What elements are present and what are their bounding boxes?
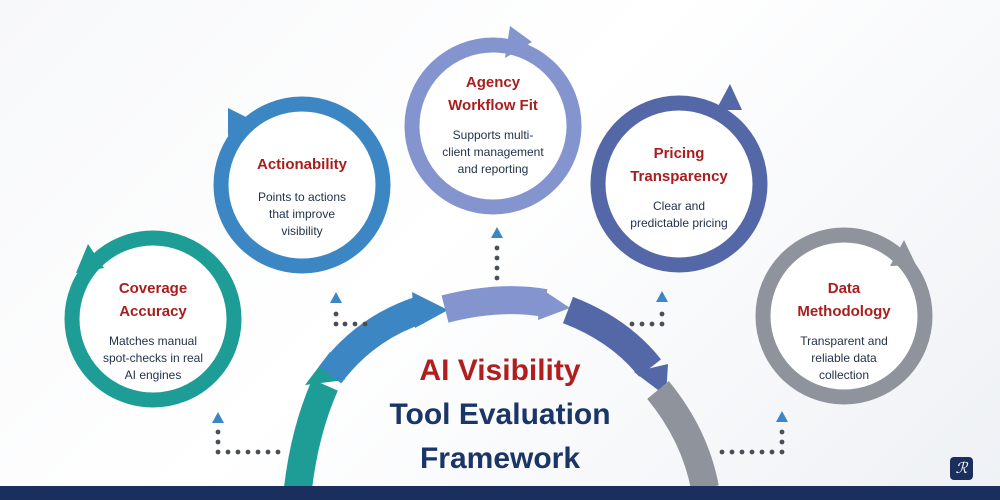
criterion-pricing-transparency: Pricing Transparency Clear and predictab… xyxy=(609,142,749,232)
center-arc-segment-indigo xyxy=(562,296,661,377)
criterion-description: Transparent and reliable data collection xyxy=(774,333,914,384)
criterion-description-line: Transparent and xyxy=(800,334,888,348)
criterion-description: Matches manual spot-checks in real AI en… xyxy=(85,333,221,384)
center-arc-arrowhead-lavender xyxy=(538,288,570,320)
criterion-description: Points to actions that improve visibilit… xyxy=(232,189,372,240)
criterion-description-line: reliable data xyxy=(811,351,877,365)
cycle-arrow-icon xyxy=(64,230,242,408)
center-arc-segment-lavender xyxy=(441,286,548,323)
criterion-description-line: Supports multi- xyxy=(452,128,534,142)
criterion-title-line: Methodology xyxy=(797,303,891,320)
criterion-title-line: Accuracy xyxy=(119,303,187,320)
cycle-arrow-icon xyxy=(590,84,768,273)
criterion-title-line: Actionability xyxy=(256,156,347,173)
cycle-arrow-icon xyxy=(213,96,391,274)
criterion-data-methodology: Data Methodology Transparent and reliabl… xyxy=(774,277,914,384)
criterion-title: Pricing Transparency xyxy=(609,142,749,188)
criterion-title: Agency Workflow Fit xyxy=(423,71,563,117)
criterion-description-line: Points to actions xyxy=(257,190,347,204)
criterion-description-line: client management xyxy=(442,145,544,159)
center-title-line-2: Tool Evaluation xyxy=(389,398,611,431)
criterion-description-line: collection xyxy=(818,368,870,382)
dotted-connector-icon xyxy=(494,245,500,281)
up-triangle-icon xyxy=(656,291,668,302)
dotted-connector-icon xyxy=(719,429,785,455)
up-triangle-icon xyxy=(776,411,788,422)
logo-icon: ℛ xyxy=(950,457,973,480)
dotted-connector-icon xyxy=(333,311,368,327)
up-triangle-icon xyxy=(330,292,342,303)
criterion-description-line: predictable pricing xyxy=(630,216,728,230)
criterion-title-line: Workflow Fit xyxy=(448,97,538,114)
criterion-description-line: Clear and xyxy=(652,199,706,213)
criterion-description: Clear and predictable pricing xyxy=(609,198,749,232)
footer-bar xyxy=(0,486,1000,500)
criterion-description-line: and reporting xyxy=(457,162,529,176)
center-title-line-1: AI Visibility xyxy=(419,354,581,387)
criterion-description-line: Matches manual xyxy=(108,334,198,348)
criterion-title-line: Pricing xyxy=(653,145,705,162)
criterion-description-line: spot-checks in real xyxy=(102,351,204,365)
criterion-title-line: Transparency xyxy=(630,168,728,185)
cycle-arrow-icon xyxy=(404,26,582,215)
criterion-actionability: Actionability Points to actions that imp… xyxy=(232,153,372,240)
center-title-line-3: Framework xyxy=(419,442,581,475)
center-arc-segment-gray xyxy=(647,381,719,491)
criterion-title: Actionability xyxy=(232,153,372,176)
center-arc-arrowhead-blue xyxy=(412,292,448,328)
up-triangle-icon xyxy=(491,227,503,238)
criterion-agency-workflow-fit: Agency Workflow Fit Supports multi- clie… xyxy=(423,71,563,178)
dotted-connector-icon xyxy=(215,429,281,455)
criterion-title-line: Agency xyxy=(465,74,521,91)
criterion-coverage-accuracy: Coverage Accuracy Matches manual spot-ch… xyxy=(85,277,221,384)
criterion-description: Supports multi- client management and re… xyxy=(423,127,563,178)
criterion-title: Coverage Accuracy xyxy=(85,277,221,323)
up-triangle-icon xyxy=(212,412,224,423)
criterion-title: Data Methodology xyxy=(774,277,914,323)
criterion-description-line: that improve xyxy=(268,207,336,221)
criterion-description-line: visibility xyxy=(281,224,323,238)
center-arc-segment-teal xyxy=(284,379,338,490)
cycle-arrow-icon xyxy=(755,227,933,405)
dotted-connector-icon xyxy=(629,311,665,327)
criterion-description-line: AI engines xyxy=(124,368,182,382)
criterion-title-line: Data xyxy=(827,280,861,297)
center-arc-arrowhead-indigo xyxy=(634,364,668,396)
center-arc-segment-blue xyxy=(318,296,425,384)
criterion-title-line: Coverage xyxy=(118,280,188,297)
center-arc xyxy=(284,286,719,491)
